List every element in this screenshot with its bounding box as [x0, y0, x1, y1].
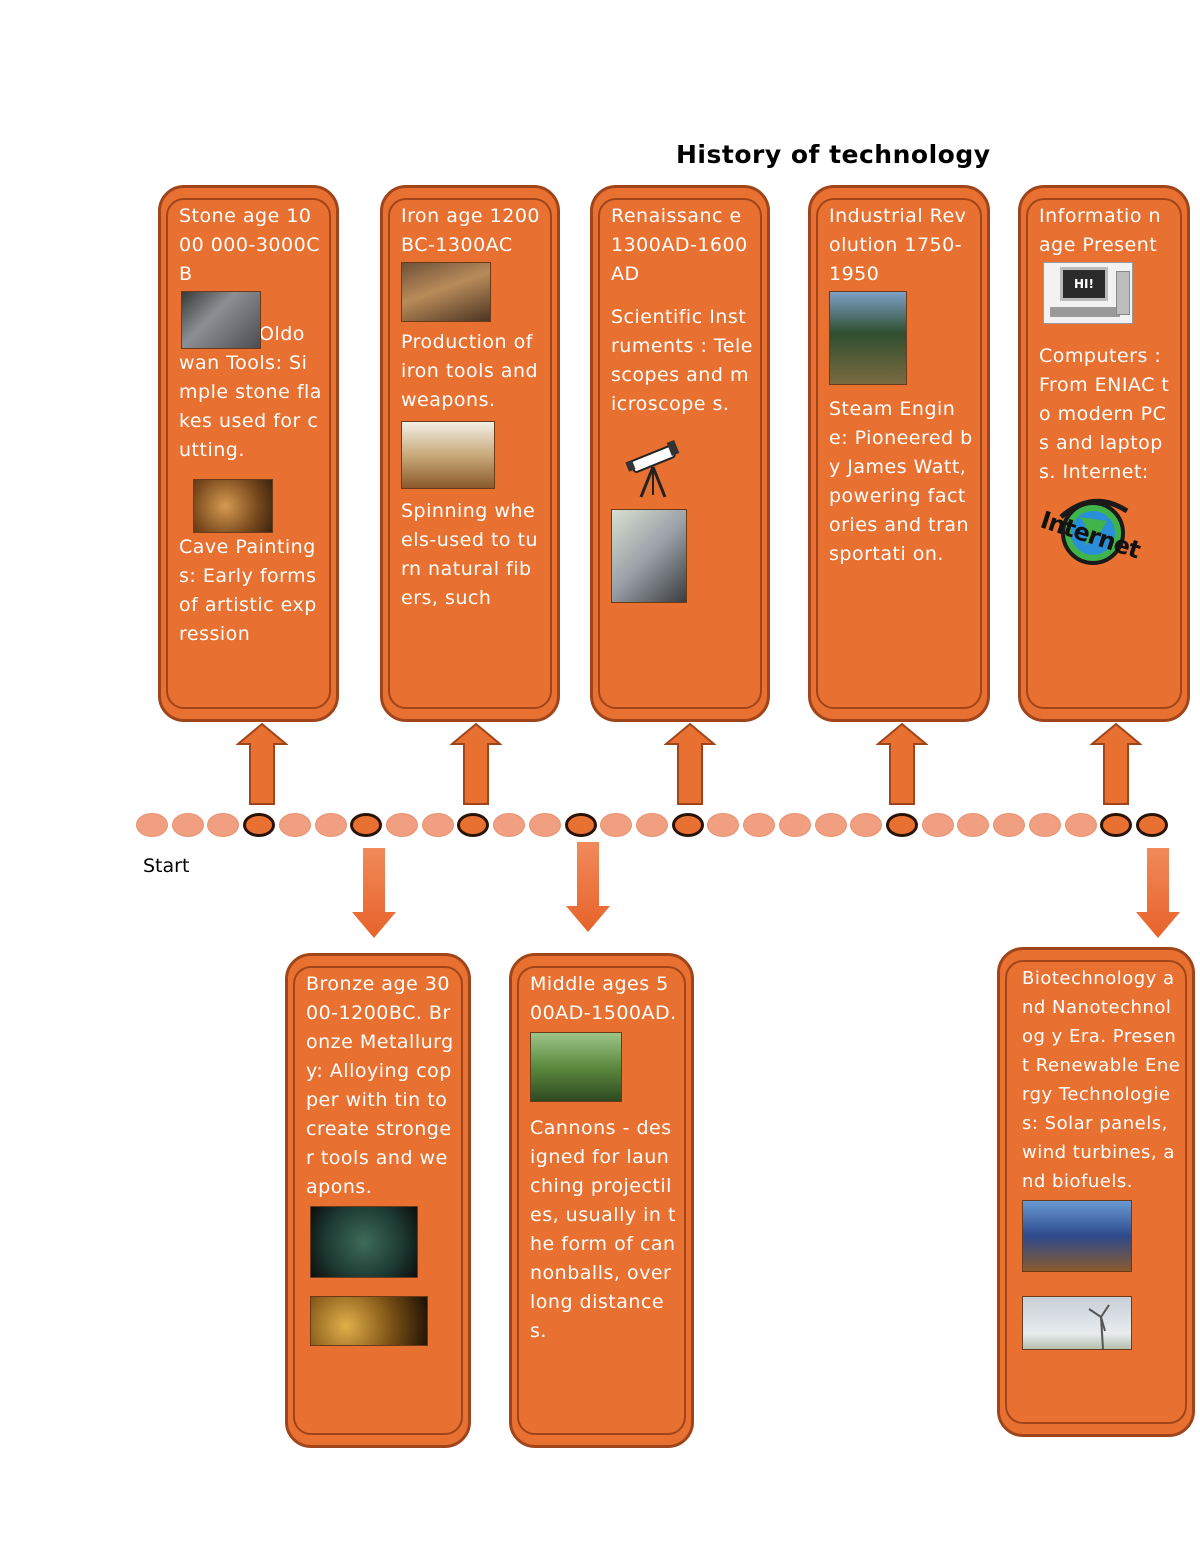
- timeline-dot: [957, 813, 990, 837]
- renaissance-heading: Renaissanc e1300AD-1600AD: [611, 205, 748, 285]
- stone-age-box: Stone age 1000 000-3000CB Oldo wan Tools…: [158, 185, 339, 722]
- bronze-disc-photo: [310, 1206, 418, 1278]
- microscope-photo: [611, 509, 687, 603]
- steam-engine-photo: [829, 291, 907, 385]
- timeline-dot: [314, 813, 347, 837]
- information-text-computers: Computers : From ENIAC to modern PCs and…: [1039, 345, 1170, 483]
- computer-screen-text: HI!: [1074, 277, 1094, 291]
- timeline-dot: [207, 813, 240, 837]
- stone-age-text-tools: Oldo wan Tools: Simple stone flakes used…: [179, 323, 322, 461]
- timeline-dot: [636, 813, 668, 837]
- start-label: Start: [143, 855, 190, 877]
- information-heading: Informatio n age Present: [1039, 205, 1162, 256]
- timeline-dot-marker: [243, 813, 276, 837]
- spinning-wheel-photo: [401, 421, 495, 489]
- timeline-dot: [421, 813, 454, 837]
- timeline-dot: [993, 813, 1026, 837]
- gold-artifacts-photo: [310, 1296, 428, 1346]
- timeline-dot-marker: [350, 813, 383, 837]
- renaissance-box: Renaissanc e1300AD-1600AD Scientific Ins…: [590, 185, 770, 722]
- timeline-dot: [743, 813, 776, 837]
- timeline-dot: [600, 813, 633, 837]
- timeline-dot: [386, 813, 418, 837]
- stone-age-heading: Stone age 1000 000-3000CB: [179, 205, 320, 285]
- bronze-age-box: Bronze age 3000-1200BC. Bronze Metallurg…: [285, 953, 471, 1448]
- solar-panels-photo: [1022, 1200, 1132, 1272]
- timeline-dot: [1028, 813, 1061, 837]
- iron-age-box: Iron age 1200BC-1300AC Production of iro…: [380, 185, 560, 722]
- down-arrow-biotech: [1136, 848, 1180, 938]
- timeline-dot-marker: [564, 813, 597, 837]
- timeline-dot-marker: [671, 813, 704, 837]
- stone-tools-photo: [181, 291, 261, 349]
- wind-turbine-photo: [1022, 1296, 1132, 1350]
- information-age-box: Informatio n age Present HI! Computers :…: [1018, 185, 1190, 722]
- biotech-heading: Biotechnology and Nanotechnolog y Era. P…: [1022, 968, 1181, 1192]
- industrial-text-steam: Steam Engine: Pioneered by James Watt, p…: [829, 398, 973, 565]
- up-arrow-industrial: [876, 722, 928, 805]
- industrial-box: Industrial Revolution 1750-1950 Steam En…: [808, 185, 990, 722]
- bronze-age-heading: Bronze age 3000-1200BC. Bronze Metallurg…: [306, 973, 454, 1198]
- timeline-dot: [850, 813, 883, 837]
- timeline-dot: [278, 813, 311, 837]
- iron-age-heading: Iron age 1200BC-1300AC: [401, 205, 540, 256]
- iron-tools-photo: [401, 262, 491, 322]
- timeline-dot-marker: [886, 813, 918, 837]
- up-arrow-iron: [450, 722, 502, 805]
- telescope-photo: [625, 440, 680, 498]
- renaissance-text-instruments: Scientific Instruments : Telescopes and …: [611, 306, 753, 415]
- timeline-dot-marker: [1100, 813, 1133, 837]
- iron-age-text-production: Production of iron tools and weapons.: [401, 331, 539, 411]
- middle-ages-text-cannons: Cannons - designed for launching project…: [530, 1117, 676, 1342]
- iron-age-text-spinning: Spinning wheels-used to turn natural fib…: [401, 500, 539, 609]
- biotech-box: Biotechnology and Nanotechnolog y Era. P…: [997, 947, 1195, 1437]
- internet-logo: Internet: [1039, 487, 1143, 585]
- timeline-dot: [778, 813, 811, 837]
- page-title: History of technology: [676, 140, 991, 169]
- cave-painting-photo: [193, 479, 273, 533]
- stone-age-text-cave: Cave Paintings: Early forms of artistic …: [179, 536, 317, 645]
- timeline-dot: [1064, 813, 1097, 837]
- timeline-dot: [707, 813, 740, 837]
- industrial-heading: Industrial Revolution 1750-1950: [829, 205, 967, 285]
- timeline-dot: [136, 813, 168, 837]
- timeline-dot: [171, 813, 204, 837]
- up-arrow-stone: [236, 722, 288, 805]
- timeline-dot-marker: [457, 813, 490, 837]
- middle-ages-heading: Middle ages 500AD-1500AD.: [530, 973, 677, 1024]
- timeline-dot: [493, 813, 526, 837]
- timeline-dot: [814, 813, 847, 837]
- timeline-dot-marker: [1136, 813, 1168, 837]
- up-arrow-information: [1090, 722, 1142, 805]
- timeline-dot: [528, 813, 561, 837]
- computer-photo: HI!: [1043, 262, 1133, 324]
- timeline-dot: [921, 813, 954, 837]
- down-arrow-bronze: [352, 848, 396, 938]
- cannon-photo: [530, 1032, 622, 1102]
- down-arrow-middle: [566, 842, 610, 932]
- up-arrow-renaissance: [664, 722, 716, 805]
- middle-ages-box: Middle ages 500AD-1500AD. Cannons - desi…: [509, 953, 694, 1448]
